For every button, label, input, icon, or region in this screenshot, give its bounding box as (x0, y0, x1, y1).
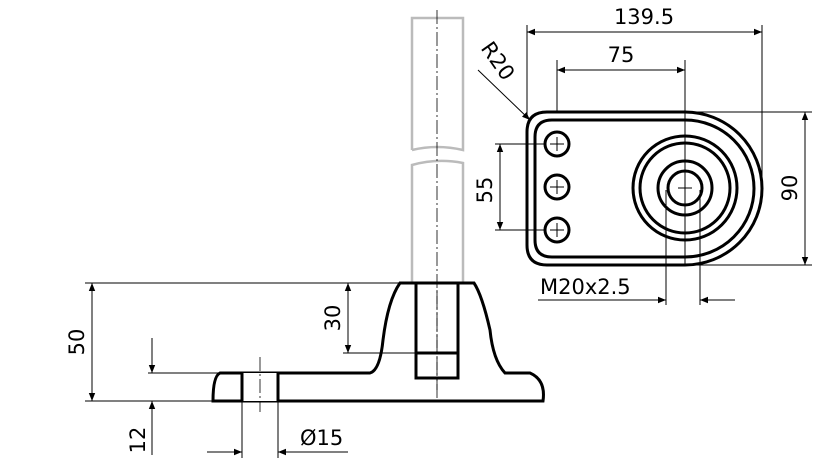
phantom-pipe (410, 10, 465, 400)
dim-75-label: 75 (608, 43, 635, 67)
dim-55-label: 55 (473, 177, 497, 204)
dim-90-label: 90 (778, 175, 802, 202)
dim-139-5-label: 139.5 (614, 5, 674, 29)
top-view (525, 60, 764, 267)
dim-overall-length: 139.5 (526, 5, 763, 190)
dim-width: 90 (685, 111, 812, 266)
dim-corner-radius: R20 (476, 37, 531, 121)
dim-hole-diameter: Ø15 (207, 401, 348, 458)
dim-m20-label: M20x2.5 (540, 275, 631, 299)
dim-30-label: 30 (321, 305, 345, 332)
mounting-holes (543, 130, 571, 244)
dim-thread: M20x2.5 (538, 190, 735, 305)
dim-r20-label: R20 (476, 37, 519, 85)
dim-50-label: 50 (65, 329, 89, 356)
side-section-view (211, 281, 545, 412)
dim-hole-spacing: 75 (557, 43, 685, 74)
dim-thread-depth: 30 (321, 283, 416, 354)
dim-total-height: 50 (65, 282, 400, 402)
dim-12-label: 12 (126, 427, 150, 454)
dim-base-thickness: 12 (126, 338, 220, 455)
dim-hole-pitch: 55 (473, 143, 545, 231)
dim-d15-label: Ø15 (300, 426, 343, 450)
